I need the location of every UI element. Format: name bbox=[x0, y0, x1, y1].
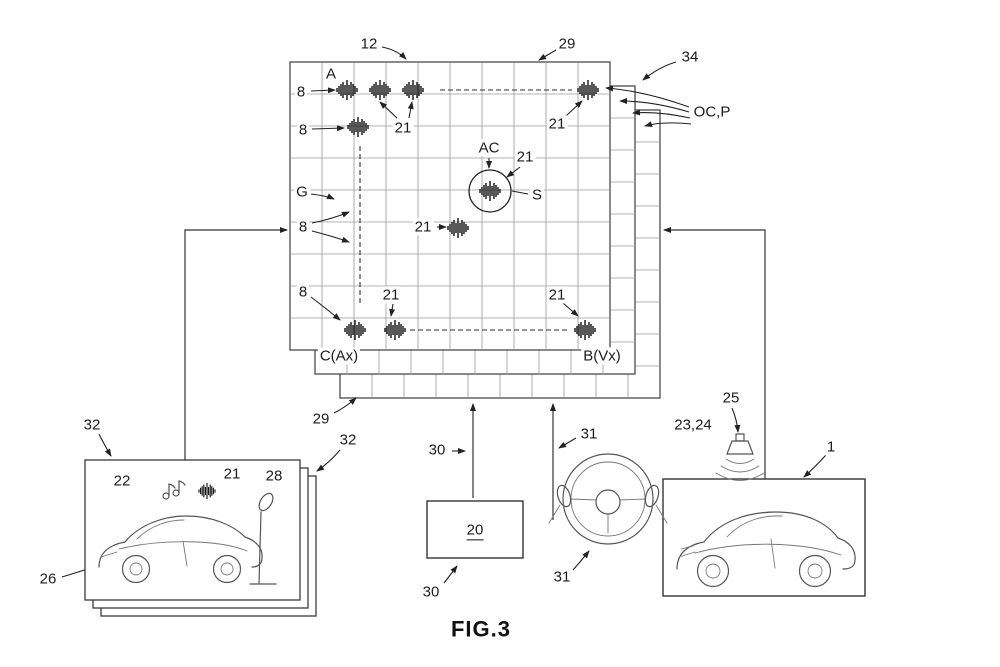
ref-label-32-right: 32 bbox=[337, 431, 359, 449]
grid-dashed-paths bbox=[359, 89, 572, 331]
arrow-8-4 bbox=[310, 296, 341, 321]
connector-vehicle-to-grid bbox=[663, 227, 766, 479]
ref-label-25: 25 bbox=[720, 389, 742, 407]
car-sketch-photo bbox=[98, 515, 263, 584]
arrow-30-bottom bbox=[443, 565, 458, 584]
arrow-25 bbox=[731, 407, 741, 433]
ref-label-22: 22 bbox=[111, 472, 133, 490]
ref-label-21-topright: 21 bbox=[546, 115, 568, 133]
ref-label-8-3: 8 bbox=[296, 218, 310, 236]
ref-label-g: G bbox=[294, 183, 310, 201]
ref-label-31-bottom: 31 bbox=[551, 568, 573, 586]
ref-label-29-top: 29 bbox=[556, 35, 578, 53]
grid-stack bbox=[289, 61, 661, 399]
arrow-1 bbox=[803, 454, 827, 478]
figure-caption: FIG.3 bbox=[448, 616, 514, 642]
arrow-8-3a bbox=[311, 211, 350, 224]
arrow-29-bottom bbox=[333, 397, 357, 414]
ref-label-34: 34 bbox=[679, 48, 701, 66]
arrow-31-top bbox=[558, 437, 577, 449]
ref-label-21-ac: 21 bbox=[514, 148, 536, 166]
ref-label-ac: AC bbox=[476, 139, 502, 157]
arrow-21-botright bbox=[562, 302, 579, 317]
grid-layer-front bbox=[289, 61, 611, 351]
ref-label-12: 12 bbox=[358, 35, 380, 53]
arrow-8-2 bbox=[311, 125, 345, 132]
ref-label-8-2: 8 bbox=[296, 121, 310, 139]
arrow-ocp-4 bbox=[644, 121, 692, 128]
ref-label-21-botleft: 21 bbox=[380, 286, 402, 304]
ref-label-26: 26 bbox=[37, 570, 59, 588]
arrow-32-left bbox=[98, 433, 112, 457]
selected-sound-circle bbox=[468, 169, 512, 213]
speaker-icon bbox=[715, 433, 765, 481]
ref-label-21-mid: 21 bbox=[412, 218, 434, 236]
ref-label-ocp: OC,P bbox=[691, 103, 733, 121]
ref-label-28: 28 bbox=[263, 467, 285, 485]
ref-label-29-bottom: 29 bbox=[310, 410, 332, 428]
arrow-21-top-a bbox=[379, 101, 398, 119]
ref-label-s: S bbox=[529, 186, 545, 204]
arrow-32-right bbox=[316, 449, 341, 472]
arrow-ocp-3 bbox=[632, 109, 691, 119]
ref-label-1: 1 bbox=[824, 438, 838, 456]
grid-axis-label-c: C(Ax) bbox=[317, 347, 361, 365]
ref-label-21-photo: 21 bbox=[221, 465, 243, 483]
steering-wheel-icon bbox=[548, 453, 668, 545]
ref-label-21-botright: 21 bbox=[546, 286, 568, 304]
vehicle-box bbox=[662, 478, 866, 597]
arrow-8-3b bbox=[311, 230, 350, 243]
arrow-21-topright bbox=[565, 100, 583, 117]
line-s bbox=[511, 190, 529, 195]
ref-label-8-1: 8 bbox=[294, 83, 308, 101]
ref-label-30-bottom: 30 bbox=[420, 583, 442, 601]
grid-corner-label-a: A bbox=[323, 65, 339, 83]
arrow-29-top bbox=[538, 49, 557, 61]
arrow-21-botleft bbox=[389, 303, 396, 317]
ref-label-31-top: 31 bbox=[578, 425, 600, 443]
grid-axis-label-b: B(Vx) bbox=[581, 347, 623, 365]
connector-photos-to-grid bbox=[184, 227, 288, 461]
arrow-21-top-b bbox=[407, 101, 414, 119]
ref-label-32-left: 32 bbox=[81, 416, 103, 434]
ref-label-23-24: 23,24 bbox=[672, 416, 714, 434]
music-notes-icon bbox=[162, 480, 186, 500]
arrow-21-ac bbox=[506, 166, 521, 178]
arrow-12 bbox=[381, 46, 407, 60]
arrow-g bbox=[310, 193, 335, 200]
arrow-8-1 bbox=[310, 87, 336, 94]
arrow-ocp-1 bbox=[605, 85, 690, 108]
arrow-ocp-2 bbox=[619, 98, 690, 113]
ref-label-8-4: 8 bbox=[296, 283, 310, 301]
microphone-icon bbox=[249, 492, 277, 585]
arrow-31-bottom bbox=[572, 550, 590, 571]
ref-label-21-top: 21 bbox=[392, 119, 414, 137]
ref-label-30-top: 30 bbox=[426, 441, 448, 459]
vehicle-frame bbox=[662, 478, 866, 597]
ref-label-20: 20 bbox=[464, 521, 486, 541]
car-sketch-main bbox=[676, 511, 856, 588]
arrow-34 bbox=[642, 61, 677, 81]
ref-label-20-text: 20 bbox=[466, 521, 484, 541]
connector-lines bbox=[184, 227, 766, 520]
